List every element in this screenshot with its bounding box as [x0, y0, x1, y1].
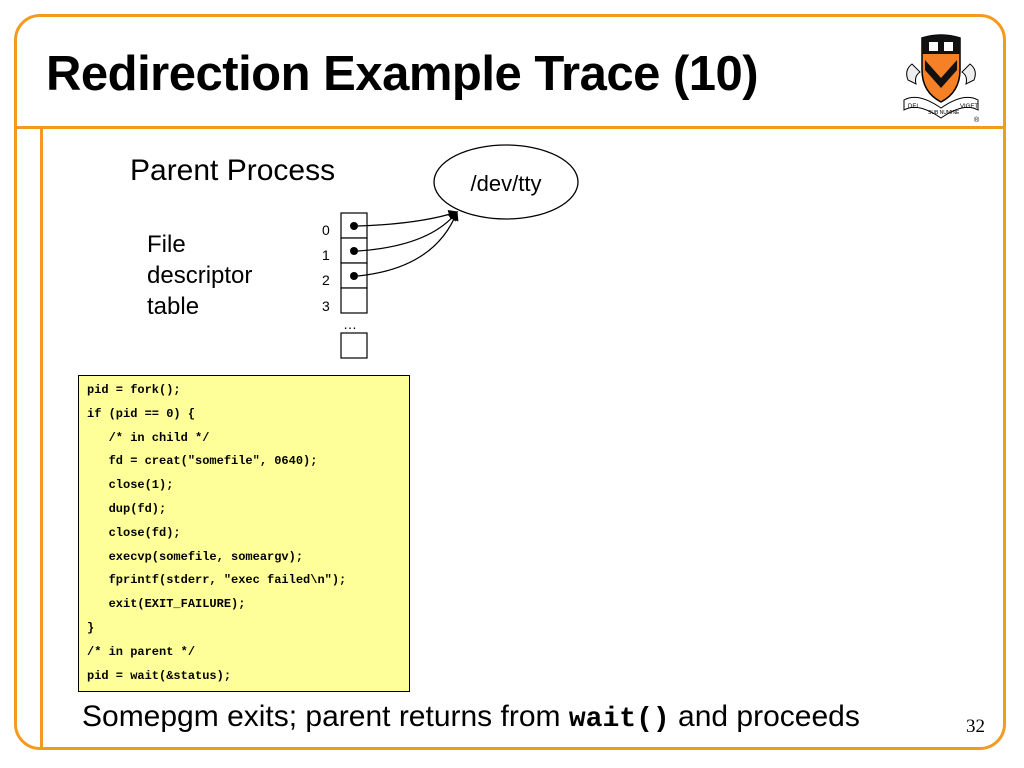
fd-index-2: 2 [322, 272, 330, 288]
fd-ellipsis: … [343, 316, 357, 332]
logo-ribbon-left: DEI [908, 104, 918, 110]
fd-table-label-line: table [147, 293, 200, 320]
fd-diagram: /dev/tty 0 1 2 3 … [322, 144, 579, 359]
dev-tty-label: /dev/tty [471, 171, 542, 196]
fd-arrow-2 [357, 210, 459, 277]
code-line: if (pid == 0) { [87, 406, 196, 421]
parent-process-label: Parent Process [130, 154, 336, 187]
code-line: dup(fd); [87, 501, 167, 516]
slide-frame [14, 14, 1006, 750]
princeton-shield-icon: DEI SUB NUMINE VIGET ® [903, 34, 980, 124]
fd-index-1: 1 [322, 247, 330, 263]
fd-table-label-line: File [147, 231, 186, 258]
title-divider [14, 126, 1006, 129]
fd-slot-last [340, 332, 368, 359]
fd-index-0: 0 [322, 222, 330, 238]
code-line: /* in child */ [87, 430, 210, 445]
dev-tty-node [433, 144, 579, 220]
code-line: fd = creat("somefile", 0640); [87, 454, 318, 469]
caption-code-word: wait() [568, 704, 670, 735]
logo-ribbon-mid: SUB NUMINE [928, 110, 960, 116]
page-number: 32 [966, 716, 985, 737]
fd-index-3: 3 [322, 298, 330, 314]
code-line: fprintf(stderr, "exec failed\n"); [87, 573, 347, 588]
fd-arrow-0 [357, 210, 459, 227]
left-divider [40, 126, 43, 750]
code-listing: pid = fork(); if (pid == 0) { /* in chil… [78, 375, 410, 692]
fd-table-label-line: descriptor [147, 262, 253, 289]
fd-pointer-dot-1 [350, 247, 358, 255]
fd-table-label: File descriptor table [147, 229, 252, 322]
fd-arrow-1 [357, 211, 458, 252]
code-line: pid = wait(&status); [87, 668, 232, 683]
slide-caption: Somepgm exits; parent returns from wait(… [82, 700, 860, 735]
code-line: close(1); [87, 478, 174, 493]
code-line: exit(EXIT_FAILURE); [87, 597, 246, 612]
caption-prefix: Somepgm exits; parent returns from [82, 700, 569, 733]
logo-registered: ® [974, 116, 980, 124]
logo-ribbon-right: VIGET [960, 104, 978, 110]
slide-title: Redirection Example Trace (10) [46, 47, 759, 101]
code-line: } [87, 620, 95, 635]
fd-pointer-dot-2 [350, 272, 358, 280]
code-line: execvp(somefile, someargv); [87, 549, 304, 564]
code-line: pid = fork(); [87, 383, 181, 397]
fd-pointer-dot-0 [350, 222, 358, 230]
fd-slot-3 [340, 287, 368, 314]
caption-suffix: and proceeds [669, 700, 860, 733]
code-line: /* in parent */ [87, 644, 196, 659]
code-line: close(fd); [87, 525, 181, 540]
